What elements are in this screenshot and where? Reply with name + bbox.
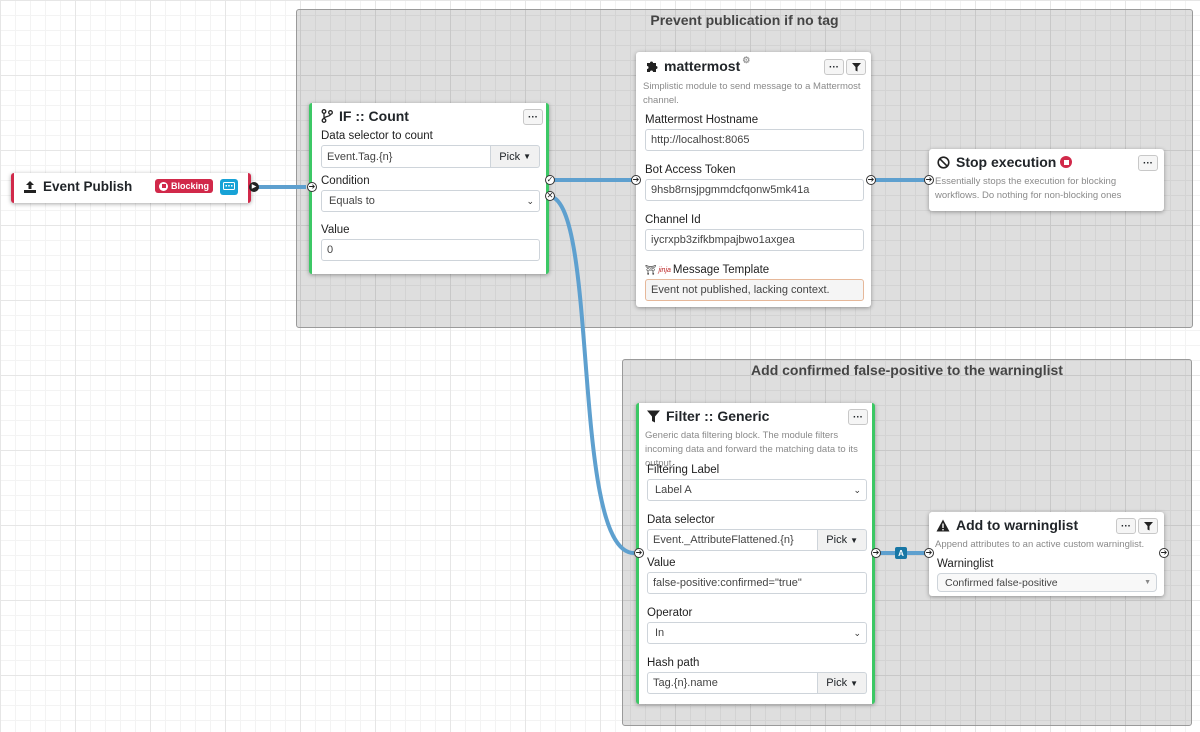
filtering-label-select[interactable]: Label A⌄	[647, 479, 867, 501]
upload-icon	[23, 180, 37, 194]
token-input[interactable]: 9hsb8rnsjpgmmdcfqonw5mk41a	[645, 179, 864, 201]
pick-button[interactable]: Pick▼	[818, 529, 867, 551]
channel-input[interactable]: iycrxpb3zifkbmpajbwo1axgea	[645, 229, 864, 251]
ban-icon	[937, 155, 950, 169]
more-options-button[interactable]: ···	[848, 409, 868, 425]
value-label: Value	[647, 557, 676, 569]
pick-button[interactable]: Pick▼	[491, 145, 540, 168]
operator-select[interactable]: In⌄	[647, 622, 867, 644]
pick-button[interactable]: Pick▼	[818, 672, 867, 694]
value-input[interactable]: false-positive:confirmed="true"	[647, 572, 867, 594]
more-options-button[interactable]: ···	[824, 59, 844, 75]
frame-title: Add confirmed false-positive to the warn…	[751, 362, 1063, 378]
node-description: Simplistic module to send message to a M…	[643, 81, 861, 106]
warninglist-select[interactable]: Confirmed false-positive▼	[937, 573, 1157, 592]
condition-label: Condition	[321, 175, 370, 187]
input-port[interactable]: ➔	[924, 175, 934, 185]
node-description: Essentially stops the execution for bloc…	[935, 176, 1122, 201]
stop-execution-node[interactable]: ➔ Stop execution ··· Essentially stops t…	[924, 149, 1164, 211]
chat-icon	[220, 179, 238, 195]
channel-label: Channel Id	[645, 214, 701, 226]
frame-title: Prevent publication if no tag	[650, 12, 839, 28]
input-port[interactable]: ➔	[631, 175, 641, 185]
node-title: Stop execution	[956, 154, 1057, 170]
filter-generic-node[interactable]: ➔ Filter :: Generic ··· Generic data fil…	[634, 403, 881, 704]
chevron-down-icon: ⌄	[853, 627, 861, 638]
hash-path-label: Hash path	[647, 657, 700, 669]
node-title: IF :: Count	[339, 108, 409, 124]
template-label-row: ⛩ jinja Message Template	[645, 264, 864, 276]
node-title: Event Publish	[43, 179, 133, 194]
node-title: Filter :: Generic	[666, 408, 770, 424]
caret-down-icon: ▼	[1144, 579, 1151, 586]
funnel-icon	[647, 410, 660, 423]
condition-select[interactable]: Equals to⌄	[321, 190, 540, 212]
more-options-button[interactable]: ···	[1116, 518, 1136, 534]
mattermost-node[interactable]: ➔ mattermost ⚙ ··· Simplistic module to …	[631, 52, 876, 307]
warninglist-label: Warninglist	[937, 558, 994, 570]
value-input[interactable]: 0	[321, 239, 540, 261]
token-label: Bot Access Token	[645, 164, 736, 176]
value-label: Value	[321, 224, 350, 236]
branch-icon	[321, 109, 333, 123]
add-warninglist-node[interactable]: ➔ Add to warninglist ··· Append attribut…	[924, 512, 1169, 596]
input-port[interactable]: ➔	[634, 548, 644, 558]
puzzle-icon	[645, 60, 658, 73]
hostname-input[interactable]: http://localhost:8065	[645, 129, 864, 151]
jinja-tag: jinja	[658, 266, 671, 274]
output-badge: A	[895, 547, 907, 559]
selector-label: Data selector to count	[321, 130, 433, 142]
input-port[interactable]: ➔	[924, 548, 934, 558]
node-description: Generic data filtering block. The module…	[645, 430, 858, 469]
template-input[interactable]: Event not published, lacking context.	[645, 279, 864, 301]
hostname-label: Mattermost Hostname	[645, 114, 759, 126]
warning-icon	[936, 519, 950, 532]
output-port[interactable]: ➔	[871, 548, 881, 558]
output-port[interactable]: ▶	[249, 182, 259, 192]
node-description: Append attributes to an active custom wa…	[935, 539, 1145, 550]
filtering-label: Filtering Label	[647, 464, 720, 476]
more-options-button[interactable]: ···	[523, 109, 543, 125]
event-publish-node[interactable]: Event Publish Blocking ▶	[11, 173, 259, 203]
chevron-down-icon: ⌄	[853, 484, 861, 495]
operator-label: Operator	[647, 607, 693, 619]
stop-circle-icon	[159, 181, 168, 191]
output-false-port[interactable]: ✕	[545, 191, 555, 201]
output-true-port[interactable]: ✓	[545, 175, 555, 185]
selector-label: Data selector	[647, 514, 715, 526]
node-title: Add to warninglist	[956, 517, 1079, 533]
filter-button[interactable]	[1138, 518, 1158, 534]
output-port[interactable]: ➔	[866, 175, 876, 185]
node-title: mattermost	[664, 58, 741, 74]
if-count-node[interactable]: ➔ IF :: Count ··· Data selector to count…	[307, 103, 555, 274]
stop-circle-icon	[1060, 156, 1073, 168]
input-port[interactable]: ➔	[307, 182, 317, 192]
blocking-badge: Blocking	[155, 179, 214, 193]
more-options-button[interactable]: ···	[1138, 155, 1158, 171]
data-selector-input[interactable]: Event._AttributeFlattened.{n}	[647, 529, 819, 551]
filter-button[interactable]	[846, 59, 866, 75]
output-port[interactable]: ➔	[1159, 548, 1169, 558]
chevron-down-icon: ⌄	[526, 195, 534, 206]
hash-path-input[interactable]: Tag.{n}.name	[647, 672, 819, 694]
jinja-icon: ⛩	[645, 264, 657, 275]
template-label: Message Template	[672, 264, 770, 276]
data-selector-input[interactable]: Event.Tag.{n}	[321, 145, 492, 168]
gears-icon: ⚙	[742, 54, 751, 65]
